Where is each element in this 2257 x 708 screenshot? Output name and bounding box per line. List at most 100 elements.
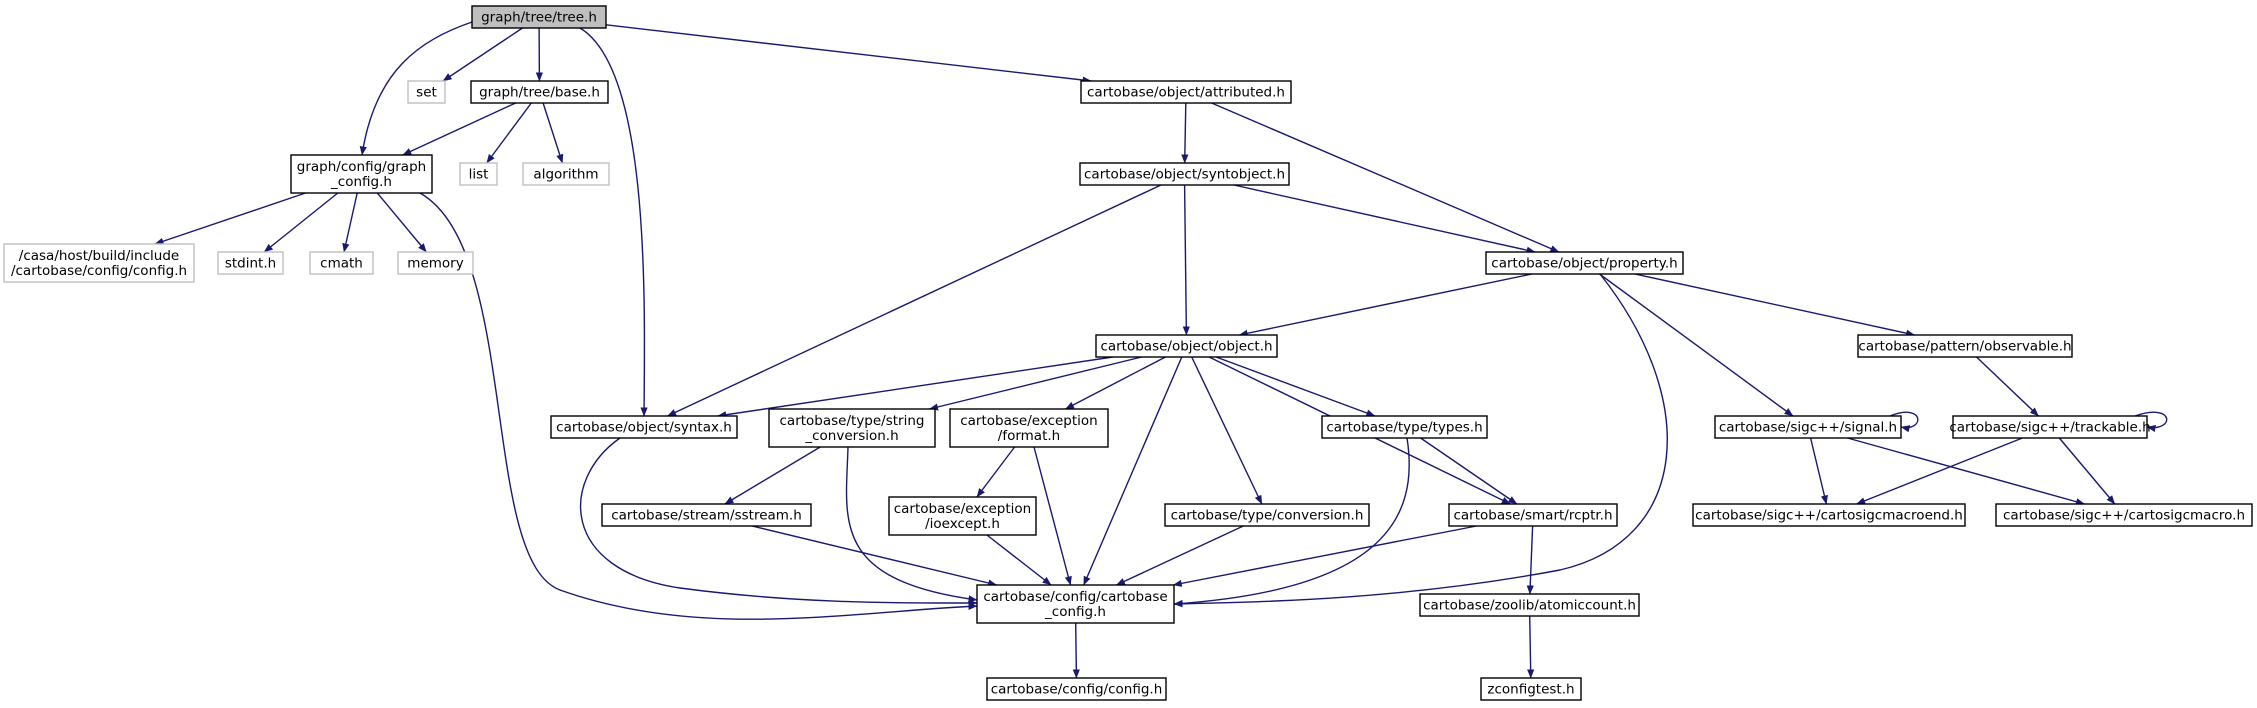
node-algorithm[interactable]: algorithm <box>522 162 610 186</box>
node-signal[interactable]: cartobase/sigc++/signal.h <box>1714 415 1902 439</box>
node-ioexcept[interactable]: cartobase/exception/ioexcept.h <box>888 496 1037 536</box>
edge-syntobject-to-syntax <box>667 184 1162 417</box>
node-property[interactable]: cartobase/object/property.h <box>1485 251 1684 275</box>
node-list[interactable]: list <box>459 162 498 186</box>
edge-sstream-to-cartobase_config <box>751 525 998 587</box>
node-box <box>949 408 1109 448</box>
node-syntax[interactable]: cartobase/object/syntax.h <box>550 415 738 439</box>
node-attributed[interactable]: cartobase/object/attributed.h <box>1080 80 1292 104</box>
node-label: cartobase/type/conversion.h <box>1171 508 1364 524</box>
node-zconfigtest[interactable]: zconfigtest.h <box>1480 677 1582 701</box>
node-box <box>1857 334 2073 358</box>
edge-string_conv-to-cartobase_config <box>845 446 978 603</box>
node-syntobject[interactable]: cartobase/object/syntobject.h <box>1079 162 1290 186</box>
node-label: cartobase/exception <box>894 501 1032 517</box>
edge-graph_config-to-stdint <box>263 192 339 253</box>
edge-signal-to-macro <box>1847 437 2085 506</box>
edge-signal-to-signal <box>1889 411 1919 433</box>
node-cmath[interactable]: cmath <box>309 251 374 275</box>
edge-base-to-list <box>486 102 532 164</box>
edge-graph_config-to-cartobase_config <box>419 192 978 620</box>
node-label: algorithm <box>533 167 598 183</box>
node-box <box>1095 334 1278 358</box>
node-label: graph/config/graph <box>297 159 426 175</box>
node-box <box>309 251 374 275</box>
node-box <box>470 80 609 104</box>
node-box <box>522 162 610 186</box>
node-format[interactable]: cartobase/exception/format.h <box>949 408 1109 448</box>
edge-syntobject-to-object <box>1182 184 1190 336</box>
node-cartobase_config[interactable]: cartobase/config/cartobase_config.h <box>976 584 1175 624</box>
node-label: cartobase/config/config.h <box>991 682 1163 698</box>
node-label: cartobase/exception <box>960 413 1098 429</box>
node-rcptr[interactable]: cartobase/smart/rcptr.h <box>1448 503 1618 527</box>
node-conversion[interactable]: cartobase/type/conversion.h <box>1164 503 1370 527</box>
node-object[interactable]: cartobase/object/object.h <box>1095 334 1278 358</box>
node-box <box>986 677 1167 701</box>
edge-observable-to-trackable <box>1976 356 2039 417</box>
node-label: graph/tree/tree.h <box>481 10 597 26</box>
edge-tree-to-set <box>442 27 523 82</box>
node-config[interactable]: cartobase/config/config.h <box>986 677 1167 701</box>
node-box <box>976 584 1175 624</box>
node-graph_config[interactable]: graph/config/graph_config.h <box>290 154 433 194</box>
edge-syntax-to-cartobase_config <box>579 437 978 607</box>
edge-object-to-types <box>1215 356 1376 417</box>
edge-rcptr-to-atomiccount <box>1526 525 1534 595</box>
node-label: /format.h <box>998 428 1060 444</box>
edge-base-to-graph_config <box>402 102 516 156</box>
edge-trackable-to-trackable <box>2134 411 2168 433</box>
node-box <box>1079 162 1290 186</box>
node-label: graph/tree/base.h <box>479 85 600 101</box>
node-label: _config.h <box>330 174 392 190</box>
node-observable[interactable]: cartobase/pattern/observable.h <box>1857 334 2073 358</box>
edge-conversion-to-cartobase_config <box>1115 525 1244 586</box>
edge-types-to-rcptr <box>1420 437 1518 505</box>
node-label: cartobase/stream/sstream.h <box>611 508 802 524</box>
edge-graph_config-to-cmath <box>342 192 358 253</box>
node-label: cartobase/sigc++/signal.h <box>1719 420 1897 436</box>
node-casa_config[interactable]: /casa/host/build/include/cartobase/confi… <box>3 243 195 283</box>
node-box <box>290 154 433 194</box>
node-macroend[interactable]: cartobase/sigc++/cartosigcmacroend.h <box>1692 503 1966 527</box>
node-label: stdint.h <box>225 256 276 272</box>
node-box <box>3 243 195 283</box>
node-box <box>1692 503 1966 527</box>
node-box <box>768 408 936 448</box>
node-sstream[interactable]: cartobase/stream/sstream.h <box>601 503 812 527</box>
node-string_conv[interactable]: cartobase/type/string_conversion.h <box>768 408 936 448</box>
edge-object-to-conversion <box>1191 356 1263 505</box>
node-atomiccount[interactable]: cartobase/zoolib/atomiccount.h <box>1419 593 1640 617</box>
node-box <box>1952 415 2148 439</box>
node-stdint[interactable]: stdint.h <box>217 251 284 275</box>
node-base[interactable]: graph/tree/base.h <box>470 80 609 104</box>
edge-base-to-algorithm <box>542 102 564 164</box>
node-trackable[interactable]: cartobase/sigc++/trackable.h <box>1949 415 2151 439</box>
node-label: list <box>469 167 489 183</box>
node-label: cmath <box>320 256 363 272</box>
node-label: zconfigtest.h <box>1487 682 1574 698</box>
node-label: cartobase/object/attributed.h <box>1087 85 1285 101</box>
edge-tree-to-syntax <box>579 27 648 417</box>
node-box <box>217 251 284 275</box>
node-label: cartobase/sigc++/trackable.h <box>1949 420 2150 436</box>
node-macro[interactable]: cartobase/sigc++/cartosigcmacro.h <box>1995 503 2253 527</box>
node-box <box>601 503 812 527</box>
edge-graph_config-to-memory <box>376 192 427 253</box>
node-label: cartobase/type/string <box>780 413 925 429</box>
node-label: cartobase/smart/rcptr.h <box>1453 508 1612 524</box>
node-tree[interactable]: graph/tree/tree.h <box>471 5 607 29</box>
edge-property-to-cartobase_config <box>1173 273 1668 608</box>
node-label: memory <box>407 256 463 272</box>
node-box <box>1480 677 1582 701</box>
edge-tree-to-graph_config <box>359 21 473 156</box>
node-set[interactable]: set <box>407 80 446 104</box>
node-memory[interactable]: memory <box>397 251 474 275</box>
node-box <box>471 5 607 29</box>
edge-format-to-ioexcept <box>976 446 1016 498</box>
node-types[interactable]: cartobase/type/types.h <box>1321 415 1488 439</box>
edge-layer <box>154 21 2168 679</box>
edge-property-to-object <box>1238 273 1532 337</box>
node-label: cartobase/zoolib/atomiccount.h <box>1423 598 1636 614</box>
